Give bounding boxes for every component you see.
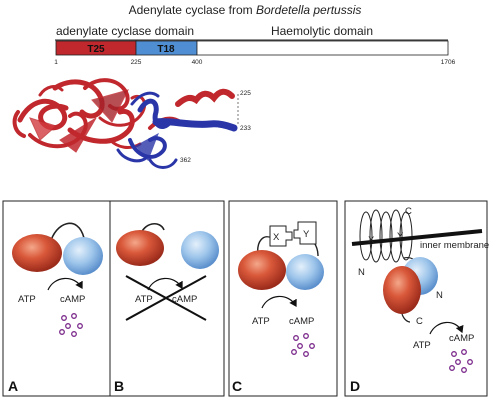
inner-membrane-line	[351, 229, 483, 246]
camp-molecules	[291, 333, 315, 357]
tick-label: 400	[192, 59, 203, 66]
t18-label: T18	[157, 44, 175, 55]
reaction-arrow	[147, 277, 183, 291]
t25-domain	[383, 266, 421, 314]
panel-letter: D	[350, 378, 360, 394]
t25-label: T25	[87, 44, 105, 55]
protein-structure	[12, 78, 239, 169]
panel-c: X Y ATP cAMP C	[228, 200, 338, 397]
camp-label: cAMP	[289, 316, 314, 327]
panel-b: ATP cAMP B	[109, 200, 225, 397]
x-fragment	[269, 225, 293, 247]
camp-label: cAMP	[449, 333, 474, 344]
linker	[401, 313, 411, 323]
y-label: Y	[397, 231, 404, 242]
panel-letter: C	[232, 378, 242, 394]
residue-label: 233	[240, 125, 251, 132]
n-terminus-label: N	[358, 267, 365, 278]
camp-label: cAMP	[172, 294, 197, 305]
atp-label: ATP	[413, 340, 431, 351]
t25-ribbon	[12, 78, 235, 153]
t18-domain	[286, 254, 324, 290]
atp-label: ATP	[18, 294, 36, 305]
x-label: X	[273, 232, 280, 243]
camp-label: cAMP	[60, 294, 85, 305]
t25-domain	[116, 230, 164, 266]
residue-label: 225	[240, 90, 251, 97]
panel-letter: A	[8, 378, 18, 394]
y-fragment	[293, 221, 317, 245]
reaction-arrow	[261, 295, 297, 309]
n-terminus-label: N	[436, 290, 443, 301]
haemolytic-segment	[196, 40, 449, 56]
haemolytic-domain-label: Haemolytic domain	[271, 24, 373, 38]
inner-membrane-label: inner membrane	[420, 240, 489, 251]
residue-label: 362	[180, 157, 191, 164]
panel-a-frame	[2, 200, 118, 397]
atp-label: ATP	[135, 294, 153, 305]
tick-label: 1706	[441, 59, 456, 66]
tick-label: 225	[131, 59, 142, 66]
reaction-arrow	[429, 321, 464, 335]
panel-d: X Y C N inner membrane N C ATP cAMP D	[344, 200, 489, 397]
t18-domain	[63, 237, 103, 275]
cross-mark	[125, 275, 207, 321]
t18-ribbon	[116, 91, 238, 169]
atp-label: ATP	[252, 316, 270, 327]
c-terminus-label: C	[405, 206, 412, 217]
tick-label: 1	[54, 59, 58, 66]
y-label: Y	[303, 229, 310, 240]
c-terminus-label: C	[416, 316, 423, 327]
t18-domain	[181, 231, 219, 269]
reaction-arrow	[47, 277, 83, 291]
camp-molecules	[59, 313, 83, 337]
panel-letter: B	[114, 378, 124, 394]
t25-domain	[12, 234, 62, 272]
panel-a: ATP cAMP A	[2, 200, 118, 397]
camp-molecules	[449, 349, 473, 373]
x-label: X	[368, 235, 375, 246]
adenylate-cyclase-domain-label: adenylate cyclase domain	[56, 24, 194, 38]
t25-domain	[238, 250, 286, 290]
figure-title: Adenylate cyclase from Bordetella pertus…	[129, 3, 362, 17]
